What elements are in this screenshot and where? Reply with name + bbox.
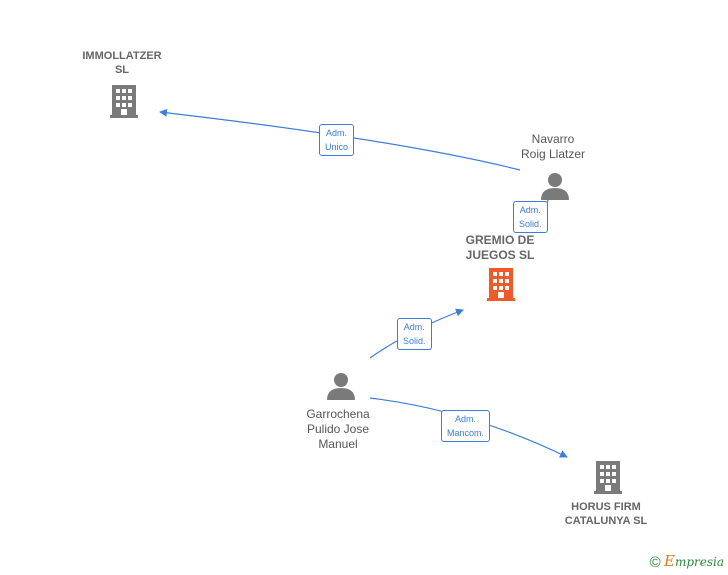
edge-label-line: Unico xyxy=(325,142,349,152)
building-icon[interactable] xyxy=(594,461,622,494)
edge-label-line: Solid. xyxy=(519,219,542,229)
company-name-line: JUEGOS SL xyxy=(465,248,535,262)
edge-label-adm-mancom: Adm. Mancom. xyxy=(441,410,491,442)
company-name-line: SL xyxy=(114,64,130,76)
person-name-line: Pulido Jose xyxy=(306,422,370,436)
person-name-line: Garrochena xyxy=(306,407,370,421)
copyright-symbol: © xyxy=(649,554,661,571)
edge-label-line: Mancom. xyxy=(447,428,485,438)
edge-label-adm-unico: Adm. Unico xyxy=(319,124,355,156)
person-name-line: Roig Llatzer xyxy=(520,147,586,161)
person-label-garrochena[interactable]: Garrochena Pulido Jose Manuel xyxy=(288,407,388,452)
edge-label-line: Adm. xyxy=(519,205,541,215)
company-name-line: GREMIO DE xyxy=(465,233,535,247)
company-name-line: CATALUNYA SL xyxy=(564,515,648,527)
building-highlight-icon[interactable] xyxy=(487,268,515,301)
person-name-line: Manuel xyxy=(318,437,358,451)
person-icon[interactable] xyxy=(327,373,355,400)
edge-label-line: Adm. xyxy=(455,414,477,424)
brand-initial: E xyxy=(663,552,675,570)
company-label-horus[interactable]: HORUS FIRM CATALUNYA SL xyxy=(556,500,656,528)
brand-logo: © Empresia xyxy=(650,552,724,571)
edge-label-adm-solid: Adm. Solid. xyxy=(513,201,548,233)
building-icon[interactable] xyxy=(110,85,138,118)
edge-navarro-immollatzer xyxy=(159,108,521,171)
company-label-gremio[interactable]: GREMIO DE JUEGOS SL xyxy=(450,233,550,263)
person-icon[interactable] xyxy=(541,173,569,200)
person-label-navarro[interactable]: Navarro Roig Llatzer xyxy=(503,132,603,162)
edge-label-line: Adm. xyxy=(326,128,348,138)
company-name-line: HORUS FIRM xyxy=(571,501,641,513)
edge-label-line: Adm. xyxy=(403,322,425,332)
company-name-line: IMMOLLATZER xyxy=(82,50,162,62)
edge-label-line: Solid. xyxy=(403,336,426,346)
person-name-line: Navarro xyxy=(531,132,575,146)
company-label-immollatzer[interactable]: IMMOLLATZER SL xyxy=(72,49,172,77)
edge-label-adm-solid: Adm. Solid. xyxy=(397,318,432,350)
brand-name: mpresia xyxy=(674,555,724,569)
